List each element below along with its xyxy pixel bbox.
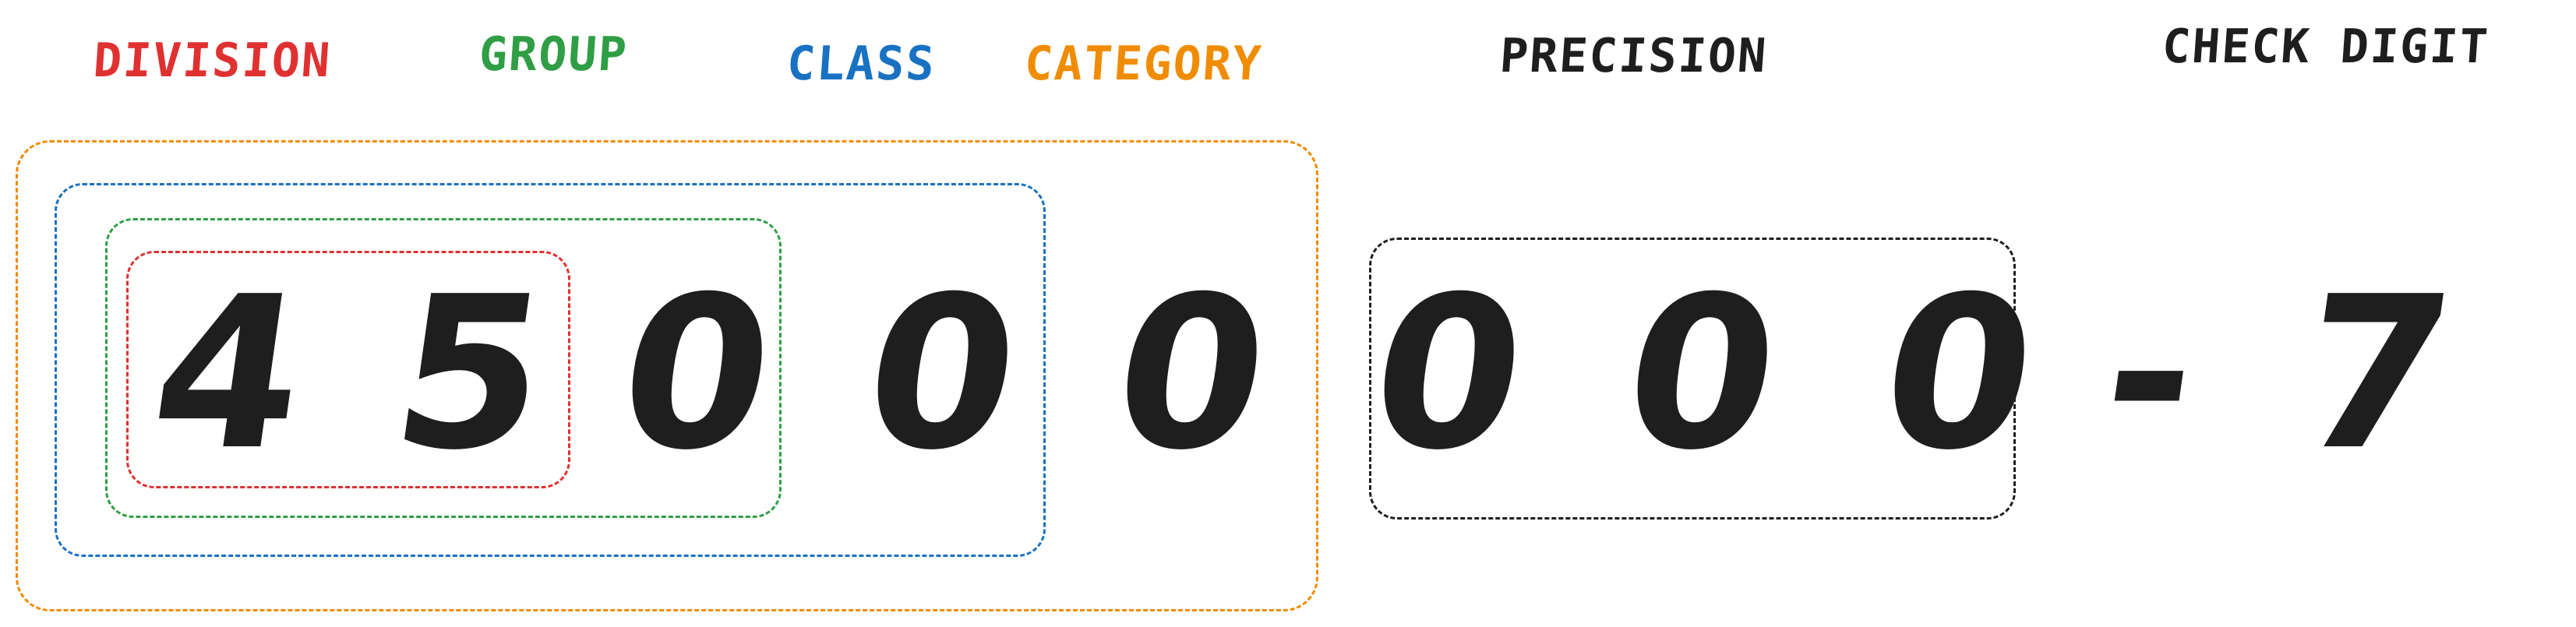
division-box xyxy=(126,251,570,488)
check-digit-7: 7 xyxy=(2285,251,2467,496)
label-group: GROUP xyxy=(477,27,630,82)
class-box xyxy=(55,183,1046,557)
label-division: DIVISION xyxy=(91,33,333,88)
label-category: CATEGORY xyxy=(1022,37,1265,91)
label-precision: PRECISION xyxy=(1498,29,1770,83)
precision-box xyxy=(1369,238,2016,520)
label-class: CLASS xyxy=(785,37,938,91)
label-check-digit: CHECK DIGIT xyxy=(2160,19,2491,74)
group-box xyxy=(105,218,782,518)
category-box xyxy=(16,140,1318,611)
separator-dash: - xyxy=(2089,251,2212,496)
